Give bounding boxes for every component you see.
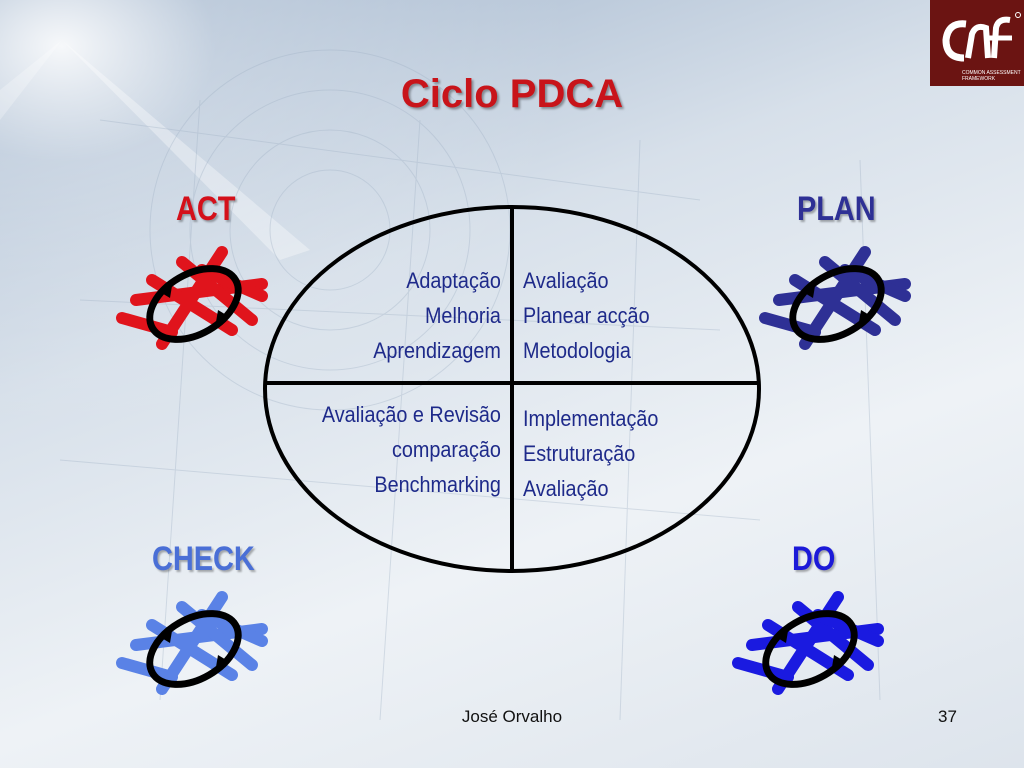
quadrant-act-text: Adaptação Melhoria Aprendizagem (373, 263, 501, 368)
page-number: 37 (938, 707, 957, 726)
plan-cycle-icon (759, 246, 911, 350)
check-label: CHECK (152, 540, 255, 578)
quadrant-line: Aprendizagem (373, 338, 501, 363)
slide-title: Ciclo PDCA (400, 72, 624, 116)
caf-logo-mark (942, 12, 1021, 62)
check-cycle-icon (116, 591, 268, 695)
quadrant-line: Avaliação e Revisão (321, 402, 501, 427)
logo-caption-line2: FRAMEWORK (962, 76, 996, 82)
quadrant-line: Metodologia (523, 338, 631, 363)
quadrant-check-text: Avaliação e Revisão comparação Benchmark… (322, 397, 501, 502)
quadrant-do-text: Implementação Estruturação Avaliação (523, 401, 658, 506)
quadrant-line: Benchmarking (374, 472, 501, 497)
do-label: DO (792, 540, 836, 578)
plan-label: PLAN (797, 190, 876, 228)
quadrant-line: Adaptação (406, 268, 501, 293)
quadrant-line: Estruturação (523, 441, 636, 466)
quadrant-line: Planear acção (523, 303, 650, 328)
quadrant-line: Implementação (523, 406, 659, 431)
quadrant-line: Melhoria (425, 303, 501, 328)
logo-caption-line1: COMMON ASSESSMENT (962, 70, 1021, 76)
quadrant-line: comparação (392, 437, 501, 462)
quadrant-plan-text: Avaliação Planear acção Metodologia (523, 263, 650, 368)
quadrant-line: Avaliação (523, 268, 609, 293)
act-cycle-icon (116, 246, 268, 350)
logo-caption: COMMON ASSESSMENT FRAMEWORK (962, 70, 1022, 82)
slide-footer-author: José Orvalho (461, 707, 563, 726)
do-cycle-icon (732, 591, 884, 695)
quadrant-line: Avaliação (523, 476, 609, 501)
caf-logo: COMMON ASSESSMENT FRAMEWORK (930, 0, 1024, 86)
act-label: ACT (176, 190, 236, 228)
